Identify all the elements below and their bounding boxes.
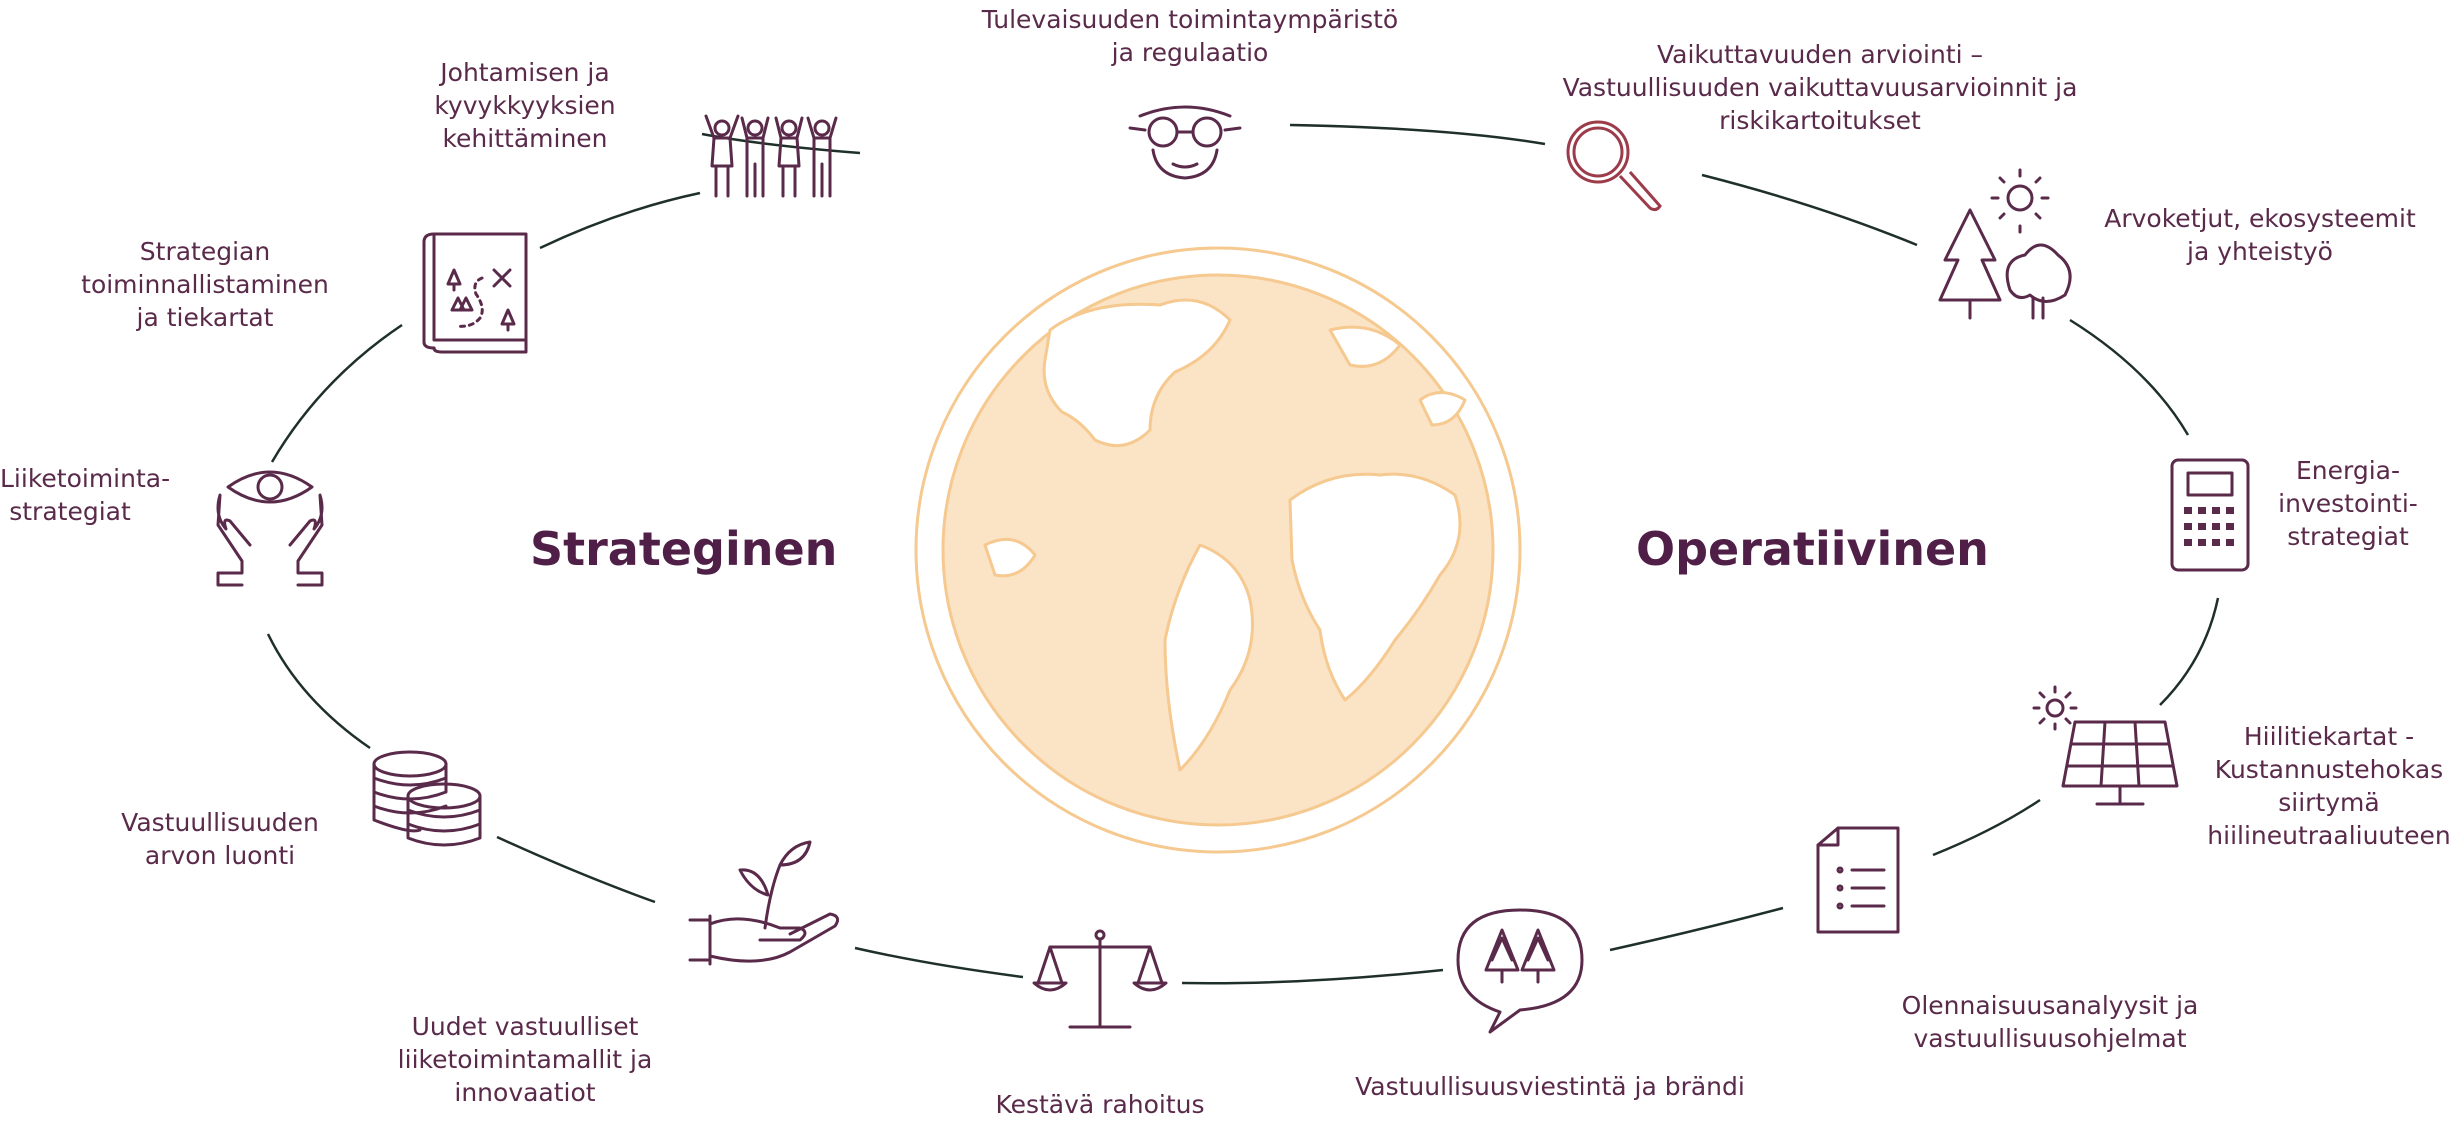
calculator-icon — [2170, 458, 2250, 572]
globe-icon — [914, 246, 1522, 854]
binoculars-person-icon — [1128, 105, 1242, 180]
coins-stack-icon — [372, 750, 482, 847]
label-materiality: Olennaisuusanalyysit ja vastuullisuusohj… — [1901, 991, 2199, 1053]
label-impact-assessment: Vaikuttavuuden arviointi – Vastuullisuud… — [1562, 40, 2078, 135]
hands-eye-icon — [216, 470, 324, 587]
ring-connectors — [266, 123, 2220, 985]
label-business-models: Uudet vastuulliset liiketoimintamallit j… — [397, 1012, 653, 1107]
team-people-icon — [704, 114, 838, 198]
label-communication: Vastuullisuusviestintä ja brändi — [1355, 1072, 1745, 1101]
scales-icon — [1032, 929, 1168, 1029]
label-business-strategies: Liiketoiminta- strategiat — [0, 464, 171, 526]
label-future-environment: Tulevaisuuden toimintaympäristö ja regul… — [981, 5, 1399, 67]
speech-bubble-trees-icon — [1456, 908, 1584, 1034]
strategic-heading: Strateginen — [530, 522, 838, 576]
label-strategy-roadmaps: Strategian toiminnallistaminen ja tiekar… — [81, 237, 329, 332]
operational-heading: Operatiivinen — [1636, 522, 1989, 576]
magnifier-icon — [1566, 120, 1662, 212]
label-value-chains: Arvoketjut, ekosysteemit ja yhteistyö — [2104, 204, 2416, 266]
label-carbon-roadmaps: Hiilitiekartat - Kustannustehokas siirty… — [2207, 722, 2451, 850]
label-leadership: Johtamisen ja kyvykkyyksien kehittäminen — [434, 58, 616, 153]
label-energy-strategies: Energia- investointi- strategiat — [2278, 456, 2418, 551]
solar-panel-icon — [2032, 685, 2179, 806]
hand-plant-icon — [688, 840, 840, 966]
document-list-icon — [1816, 826, 1900, 934]
treasure-map-icon — [422, 232, 528, 354]
trees-sun-icon — [1938, 168, 2072, 320]
label-sustainable-finance: Kestävä rahoitus — [995, 1090, 1205, 1119]
label-value-creation: Vastuullisuuden arvon luonti — [121, 808, 319, 870]
